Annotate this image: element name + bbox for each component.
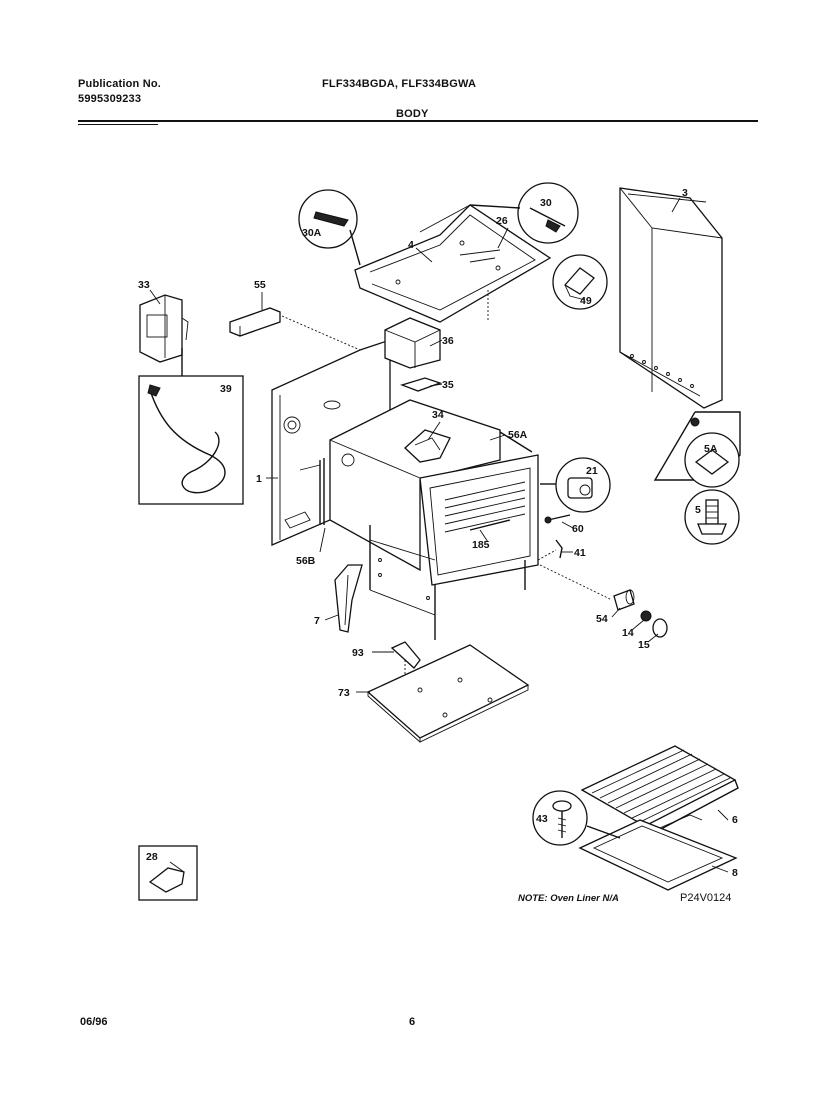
footer-date: 06/96 [80,1016,108,1028]
part-41-clip [537,539,563,561]
part-55-block [229,307,361,351]
callout-43: 43 [536,813,548,825]
drawing-number: P24V0124 [680,892,732,904]
callout-185: 185 [472,539,490,551]
part-7-hinge [334,564,363,633]
section-title: BODY [396,108,429,120]
part-28-detail-box [138,845,198,901]
header-underline [78,124,158,125]
callout-54: 54 [596,613,608,625]
callout-8: 8 [732,867,738,879]
callout-labels: 1 3 4 5 5A 6 7 8 14 15 21 26 28 30 30A 3… [138,187,738,879]
callout-14: 14 [622,627,634,639]
part-8-oven-liner [578,819,738,891]
publication-number: 5995309233 [78,93,142,105]
part-36-duct [384,317,441,369]
callout-30: 30 [540,197,552,209]
callout-56a: 56A [508,429,528,441]
callout-30a: 30A [302,227,322,239]
part-5a-5-leg-details [653,411,741,545]
callout-21: 21 [586,465,598,477]
footer-page-number: 6 [409,1016,416,1028]
part-33-bracket [139,294,189,363]
model-numbers: FLF334BGDA, FLF334BGWA [322,78,477,90]
part-21-detail [540,457,611,513]
callout-41: 41 [574,547,586,559]
oven-liner-note: NOTE: Oven Liner N/A [518,893,619,904]
callout-1: 1 [256,473,262,485]
part-60-screw [544,514,571,524]
callout-39: 39 [220,383,232,395]
part-39-cord-box [138,348,244,505]
callout-33: 33 [138,279,150,291]
callout-55: 55 [254,279,266,291]
part-43-screw-detail [532,790,621,846]
part-49-detail [552,254,608,310]
part-35-plate [399,377,442,392]
callout-5a: 5A [704,443,718,455]
callout-5: 5 [695,504,701,516]
part-54-knob [539,564,635,611]
callout-6: 6 [732,814,738,826]
callout-28: 28 [146,851,158,863]
callout-49: 49 [580,295,592,307]
part-73-bottom-tray [366,644,530,743]
part-oven-cavity [319,399,539,586]
part-6-oven-rack [580,745,739,838]
part-14-nut [640,610,652,622]
header-rule [78,120,758,122]
callout-56b: 56B [296,555,316,567]
callout-4: 4 [408,239,414,251]
callout-60: 60 [572,523,584,535]
part-15-ring [652,618,668,638]
callout-7: 7 [314,615,320,627]
callout-36: 36 [442,335,454,347]
publication-label: Publication No. [78,78,162,90]
callout-34: 34 [432,409,444,421]
callout-35: 35 [442,379,454,391]
callout-3: 3 [682,187,688,199]
callout-73: 73 [338,687,350,699]
part-top-cover [354,204,552,323]
callout-93: 93 [352,647,364,659]
leader-lines [149,197,729,873]
part-30-detail [469,182,579,244]
part-30a-detail [298,189,361,266]
callout-15: 15 [638,639,650,651]
part-lower-frame [369,525,526,640]
callout-26: 26 [496,215,508,227]
part-side-panel [619,187,723,409]
